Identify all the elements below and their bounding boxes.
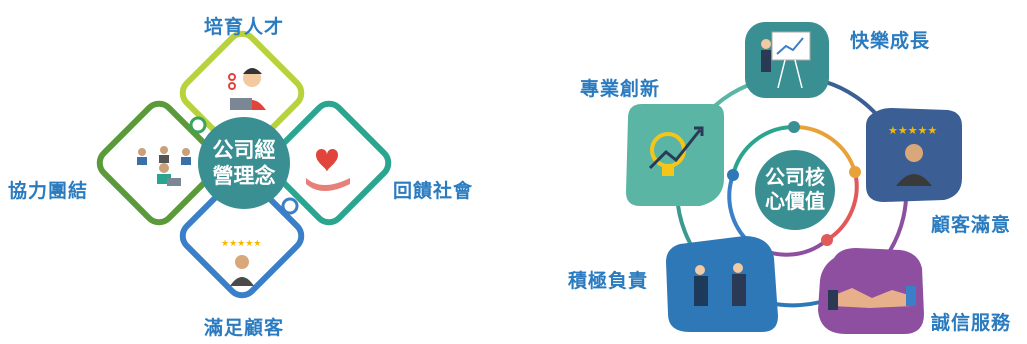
label-cultivate-talent: 培育人才 bbox=[204, 16, 285, 38]
ring-dot bbox=[821, 234, 833, 246]
petal-satisfaction: ★★★★★ bbox=[866, 108, 962, 202]
label-give-back: 回饋社會 bbox=[393, 180, 474, 202]
heart-hand-icon bbox=[306, 149, 350, 191]
left-center-line2: 營理念 bbox=[212, 164, 276, 188]
ring-dot bbox=[849, 166, 861, 178]
ring-dot bbox=[788, 121, 800, 133]
diamond-bottom bbox=[179, 173, 305, 299]
right-center-line1: 公司核 bbox=[765, 165, 825, 189]
label-happy-growth: 快樂成長 bbox=[850, 30, 931, 52]
petal-responsibility bbox=[666, 236, 778, 332]
label-customer-satisfaction: 顧客滿意 bbox=[931, 214, 1012, 236]
svg-text:★★★★★: ★★★★★ bbox=[221, 239, 261, 249]
connector-ring bbox=[189, 116, 207, 134]
person-laptop-icon bbox=[228, 68, 266, 110]
label-honest-service: 誠信服務 bbox=[931, 312, 1012, 334]
right-center-line2: 心價值 bbox=[765, 189, 825, 213]
label-satisfy-customers: 滿足顧客 bbox=[204, 317, 285, 339]
label-proactive-responsibility: 積極負責 bbox=[568, 270, 649, 292]
customer-rating-icon: ★★★★★ bbox=[221, 239, 261, 286]
svg-text:★★★★★: ★★★★★ bbox=[888, 124, 937, 137]
right-center-text: 公司核 心價值 bbox=[755, 165, 835, 213]
petal-innovation bbox=[626, 104, 724, 206]
diamond-top bbox=[179, 30, 305, 156]
team-icon bbox=[137, 146, 191, 186]
label-professional-innovation: 專業創新 bbox=[580, 78, 661, 100]
left-center-text: 公司經 營理念 bbox=[198, 137, 290, 189]
petal-integrity bbox=[818, 248, 924, 334]
right-center-circle bbox=[755, 150, 835, 230]
ring-dot bbox=[727, 169, 739, 181]
petal-growth bbox=[745, 22, 829, 98]
left-center-line1: 公司經 bbox=[212, 138, 276, 162]
connector-ring bbox=[281, 197, 299, 215]
label-teamwork: 協力團結 bbox=[8, 180, 89, 202]
left-center-circle bbox=[198, 117, 290, 209]
